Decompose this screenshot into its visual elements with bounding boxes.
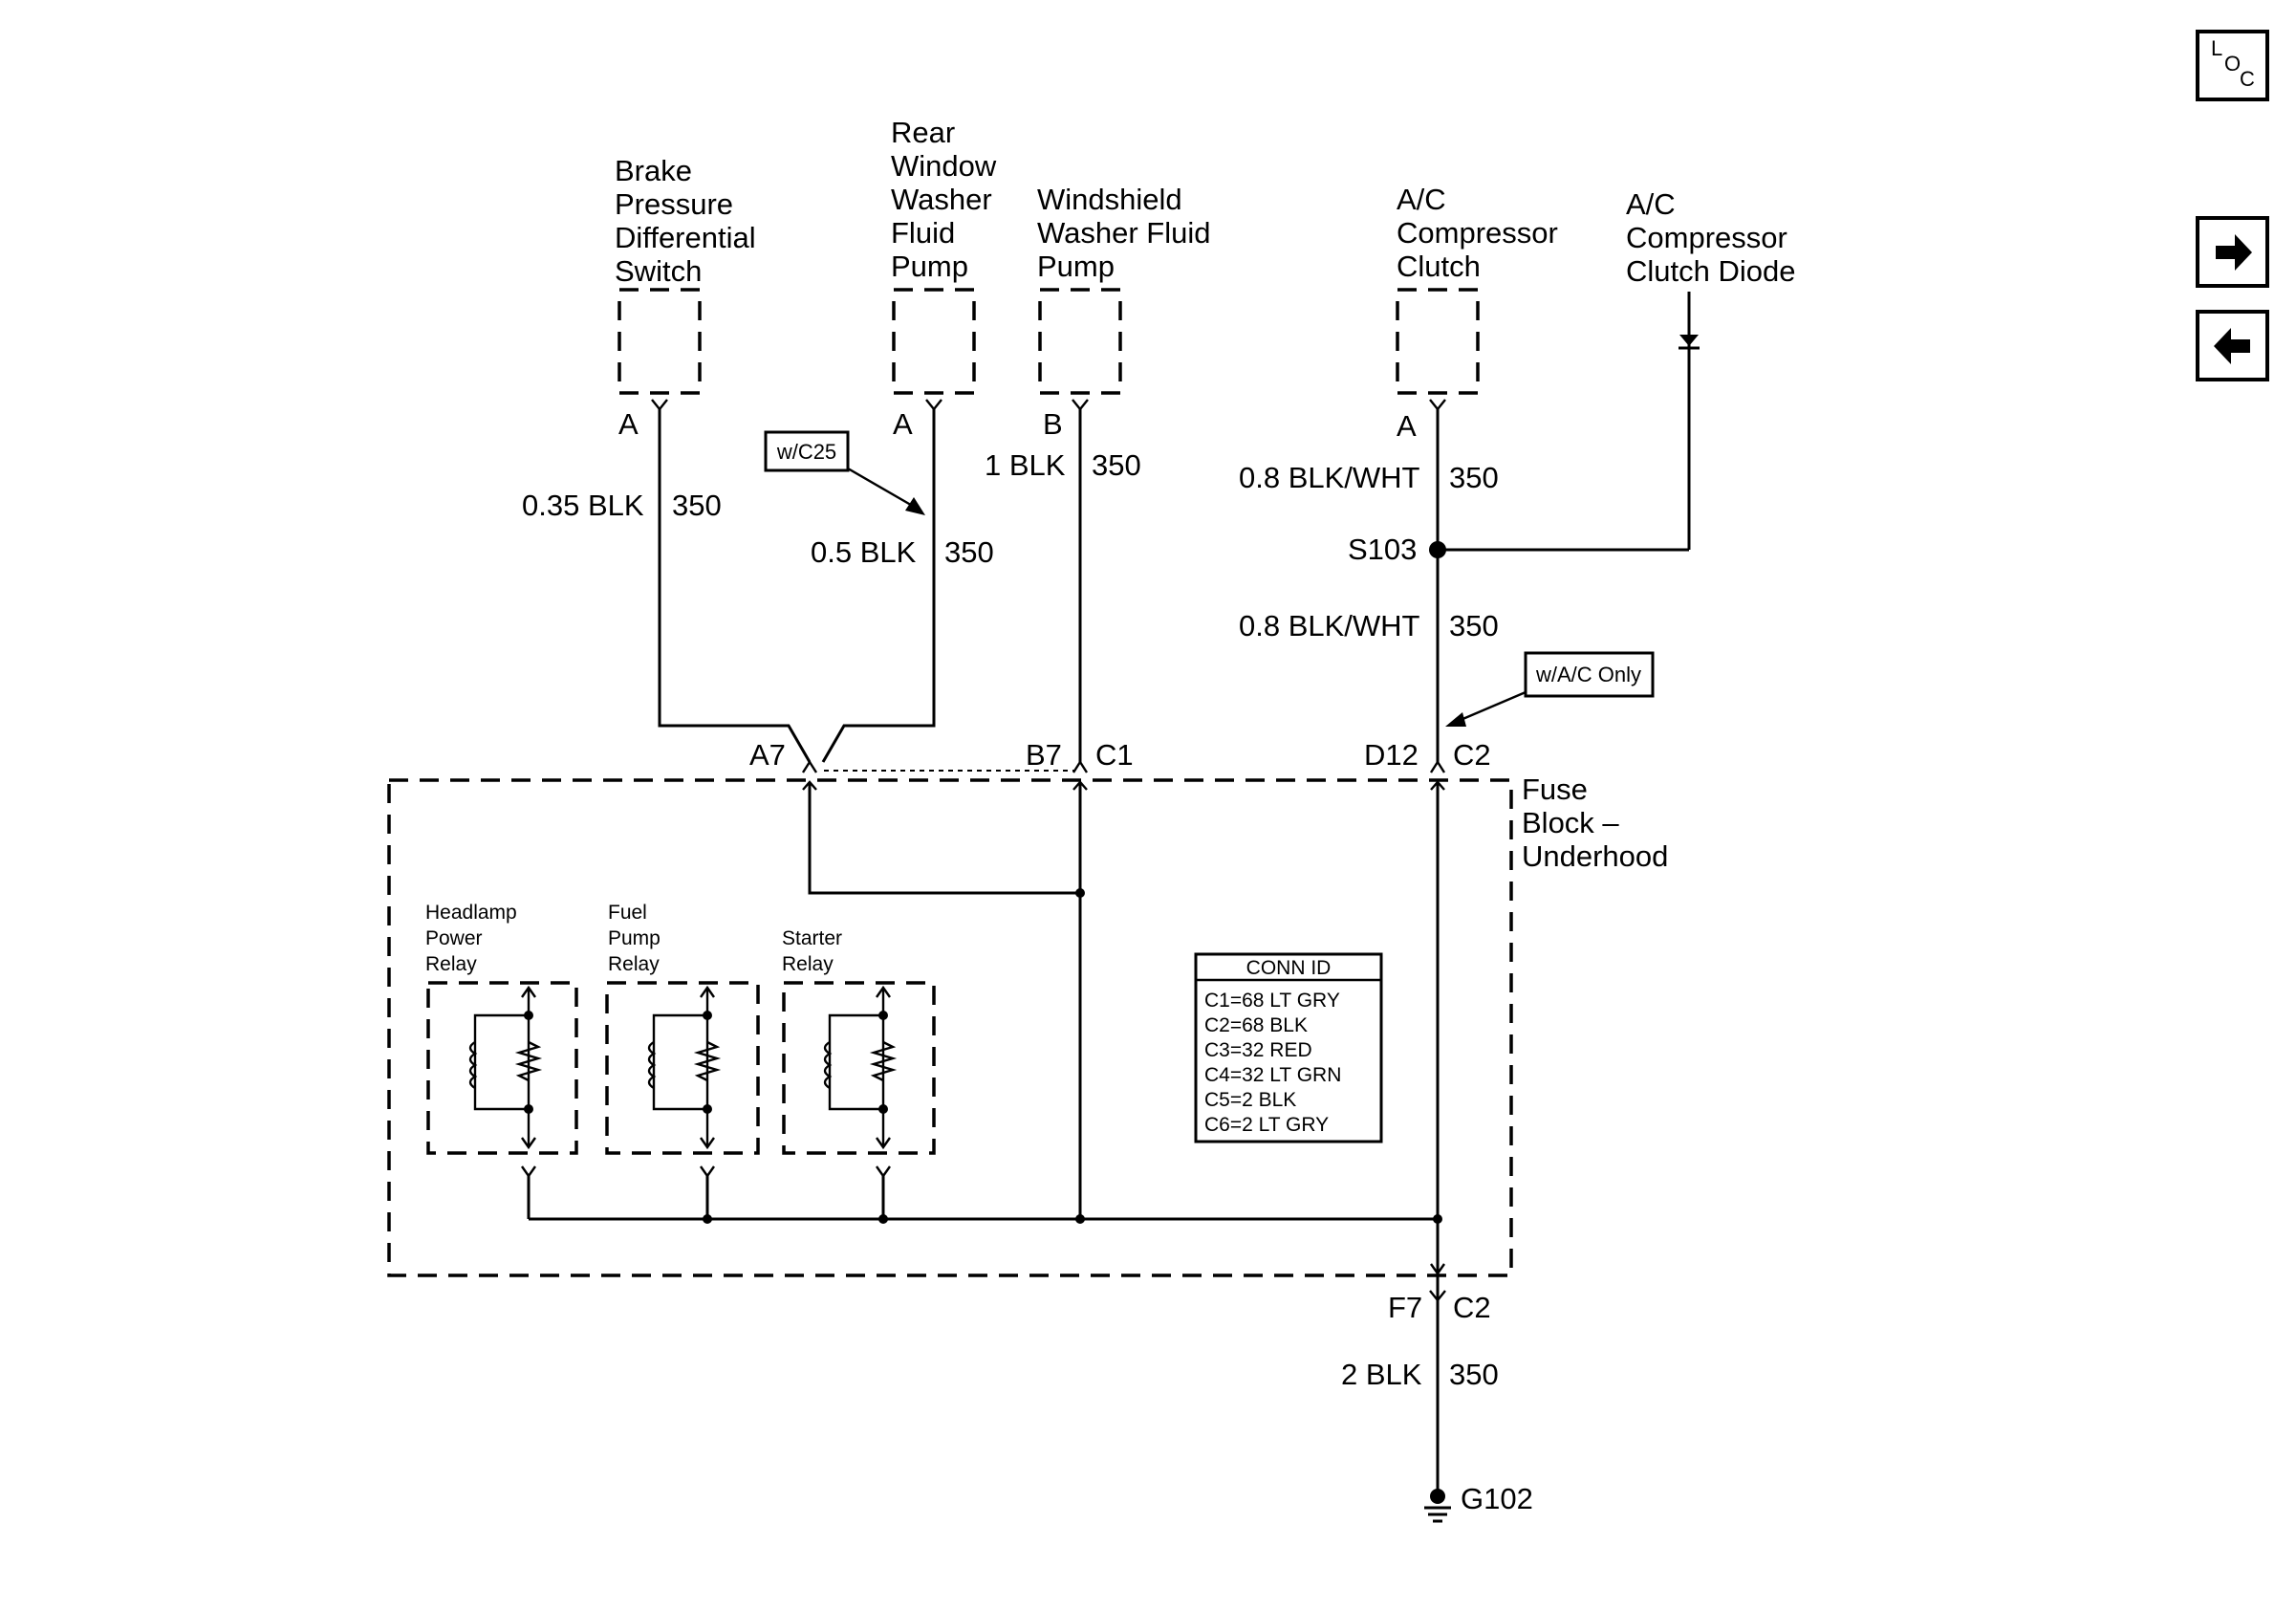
rear-washer-pump-label: Rear Window Washer Fluid Pump bbox=[891, 116, 1005, 283]
a7-terminal bbox=[801, 759, 818, 773]
pin-label: F7 bbox=[1388, 1291, 1422, 1324]
pin-label: A7 bbox=[749, 738, 786, 772]
conn-id-row: C4=32 LT GRN bbox=[1204, 1064, 1341, 1086]
wac-only-note-box bbox=[1524, 651, 1655, 698]
splice-label: S103 bbox=[1348, 533, 1417, 566]
left-arrow-icon bbox=[2214, 328, 2250, 364]
brake-terminal bbox=[651, 399, 668, 411]
junction-dot bbox=[1433, 1214, 1442, 1224]
ac-terminal bbox=[1429, 399, 1446, 411]
circuit-label: 350 bbox=[1449, 1358, 1499, 1391]
brake-switch-label: Brake Pressure Differential Switch bbox=[615, 154, 764, 288]
wac-arrow-head bbox=[1445, 712, 1466, 727]
wire-color-label: 0.5 BLK bbox=[811, 535, 917, 569]
pin-label: A bbox=[1397, 409, 1417, 443]
internal-a7-wire bbox=[808, 782, 1080, 895]
wac-arrow-line bbox=[1460, 690, 1527, 722]
wire-color-label: 1 BLK bbox=[985, 448, 1066, 482]
loc-l: L bbox=[2211, 36, 2222, 60]
conn-id-row: C1=68 LT GRY bbox=[1204, 990, 1340, 1012]
rear-terminal bbox=[925, 399, 942, 411]
conn-id-row: C5=2 BLK bbox=[1204, 1089, 1296, 1111]
wind-terminal bbox=[1072, 399, 1089, 411]
ground-point-label: G102 bbox=[1461, 1482, 1533, 1515]
fuel-pump-relay-label: Fuel Pump Relay bbox=[608, 902, 666, 975]
diode-icon bbox=[1679, 335, 1699, 346]
pin-label: C1 bbox=[1095, 738, 1134, 772]
ac-clutch-box bbox=[1396, 288, 1480, 395]
brake-wire bbox=[658, 409, 812, 763]
conn-id-row: C6=2 LT GRY bbox=[1204, 1114, 1329, 1136]
c2-terminal bbox=[1429, 759, 1446, 773]
headlamp-relay-label: Headlamp Power Relay bbox=[425, 902, 523, 975]
conn-id-table: CONN ID C1=68 LT GRY C2=68 BLK C3=32 RED… bbox=[1194, 952, 1383, 1143]
loc-c: C bbox=[2240, 67, 2255, 91]
pin-label: B7 bbox=[1026, 738, 1062, 772]
ac-clutch-label: A/C Compressor Clutch bbox=[1397, 183, 1566, 283]
junction-dot bbox=[1075, 1214, 1085, 1224]
brake-switch-box bbox=[617, 288, 702, 395]
headlamp-power-relay bbox=[426, 981, 578, 1219]
previous-button[interactable] bbox=[2196, 310, 2269, 381]
pin-label: A bbox=[893, 407, 913, 441]
wire-color-label: 0.8 BLK/WHT bbox=[1239, 609, 1420, 642]
next-button[interactable] bbox=[2196, 216, 2269, 288]
pin-label: B bbox=[1043, 407, 1063, 441]
wac-only-note-label: w/A/C Only bbox=[1535, 663, 1641, 686]
conn-id-row: C3=32 RED bbox=[1204, 1039, 1312, 1061]
wc25-arrow-line bbox=[847, 467, 917, 510]
circuit-label: 350 bbox=[672, 489, 722, 522]
rear-washer-wire bbox=[821, 409, 936, 763]
circuit-label: 350 bbox=[1449, 461, 1499, 494]
wire-color-label: 0.35 BLK bbox=[522, 489, 644, 522]
pin-label: C2 bbox=[1453, 738, 1491, 772]
starter-relay-label: Starter Relay bbox=[782, 927, 848, 975]
location-button[interactable]: L O C bbox=[2196, 30, 2269, 101]
windshield-washer-pump-label: Windshield Washer Fluid Pump bbox=[1037, 183, 1219, 283]
circuit-label: 350 bbox=[1449, 609, 1499, 642]
starter-relay bbox=[782, 981, 936, 1219]
wire-color-label: 0.8 BLK/WHT bbox=[1239, 461, 1420, 494]
right-arrow-icon bbox=[2216, 234, 2252, 271]
wc25-note-box bbox=[764, 430, 850, 472]
c1-terminal bbox=[1072, 759, 1089, 773]
circuit-label: 350 bbox=[944, 535, 994, 569]
ground-icon bbox=[1424, 1489, 1451, 1523]
junction-dot bbox=[1075, 888, 1085, 898]
pin-label: D12 bbox=[1364, 738, 1419, 772]
windshield-washer-pump-box bbox=[1038, 288, 1122, 395]
conn-id-title: CONN ID bbox=[1246, 957, 1332, 979]
wire-color-label: 2 BLK bbox=[1341, 1358, 1422, 1391]
loc-o: O bbox=[2224, 52, 2241, 76]
circuit-label: 350 bbox=[1092, 448, 1141, 482]
splice-dot bbox=[1429, 541, 1446, 558]
conn-id-row: C2=68 BLK bbox=[1204, 1014, 1308, 1036]
fuse-block-outline bbox=[387, 778, 1513, 1277]
wc25-arrow-head bbox=[905, 497, 925, 515]
rear-washer-pump-box bbox=[892, 288, 976, 395]
f7-arrow bbox=[1430, 1263, 1445, 1276]
fuel-pump-relay bbox=[605, 981, 760, 1219]
pin-label: A bbox=[618, 407, 639, 441]
wc25-note-label: w/C25 bbox=[776, 440, 836, 464]
fuse-block-label: Fuse Block – Underhood bbox=[1522, 773, 1668, 873]
pin-label: C2 bbox=[1453, 1291, 1491, 1324]
ac-diode-label: A/C Compressor Clutch Diode bbox=[1626, 187, 1795, 288]
